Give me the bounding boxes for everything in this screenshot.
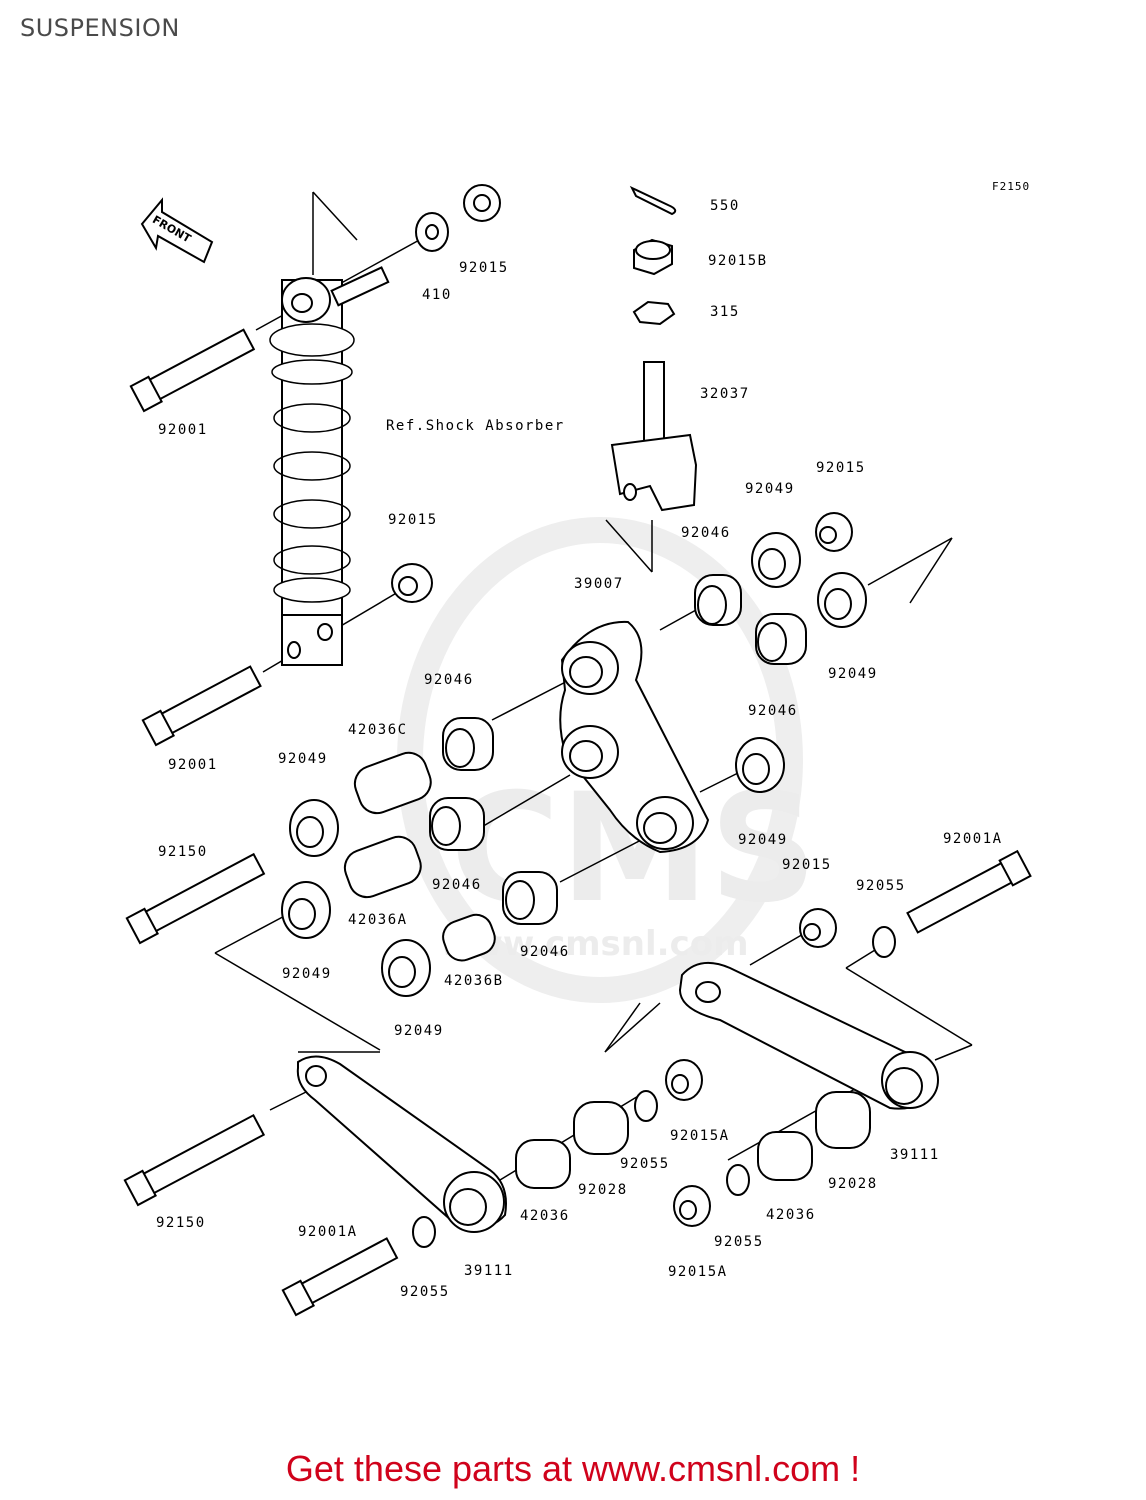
page-title: SUSPENSION: [20, 14, 180, 42]
part-label: 42036B: [444, 973, 504, 989]
part-label: 92150: [156, 1215, 206, 1231]
part-label: 42036A: [348, 912, 408, 928]
part-label: 92028: [828, 1176, 878, 1192]
part-label: 92055: [714, 1234, 764, 1250]
part-label: 39111: [464, 1263, 514, 1279]
part-label: 92015: [816, 460, 866, 476]
part-label: 92001: [158, 422, 208, 438]
part-label: 92015A: [668, 1264, 728, 1280]
top-hardware: [610, 185, 698, 512]
part-label: 92049: [394, 1023, 444, 1039]
part-label: 92055: [400, 1284, 450, 1300]
part-label: 315: [710, 304, 740, 320]
part-label: 410: [422, 287, 452, 303]
tie-rod-upper: [678, 961, 939, 1110]
part-label: 42036C: [348, 722, 408, 738]
part-label: 92046: [424, 672, 474, 688]
part-label: 92015: [388, 512, 438, 528]
part-label: 92049: [282, 966, 332, 982]
part-label: 92049: [738, 832, 788, 848]
part-label: 92049: [828, 666, 878, 682]
part-label: 32037: [700, 386, 750, 402]
part-label: 42036: [520, 1208, 570, 1224]
part-label: 92015: [782, 857, 832, 873]
rocker-arm: [559, 620, 710, 854]
part-label: 92055: [856, 878, 906, 894]
tie-rod-lower: [296, 1055, 507, 1233]
part-label: 92049: [278, 751, 328, 767]
footer-link-text[interactable]: Get these parts at www.cmsnl.com !: [285, 1448, 861, 1489]
part-label: 39111: [890, 1147, 940, 1163]
part-label: 92046: [520, 944, 570, 960]
part-label: 92046: [432, 877, 482, 893]
part-labels: 550 92015B 315 32037 410 92015 92001 Ref.Shock …: [156, 198, 1003, 1300]
part-label: 42036: [766, 1207, 816, 1223]
washers-nuts: [391, 184, 853, 1227]
part-label: 39007: [574, 576, 624, 592]
part-label: 550: [710, 198, 740, 214]
part-label: 92015: [459, 260, 509, 276]
bolts: [123, 328, 1032, 1317]
part-label: 92001: [168, 757, 218, 773]
figure-code: F2150: [992, 180, 1030, 193]
front-arrow-icon: FRONT: [140, 197, 214, 264]
part-label: 92015A: [670, 1128, 730, 1144]
part-label: 92046: [681, 525, 731, 541]
part-label: 92150: [158, 844, 208, 860]
part-label: 92001A: [298, 1224, 358, 1240]
part-label: 92049: [745, 481, 795, 497]
part-label: 92055: [620, 1156, 670, 1172]
seals-bearings: [281, 532, 896, 1248]
part-label: 92028: [578, 1182, 628, 1198]
part-label: Ref.Shock Absorber: [386, 418, 565, 434]
part-label: 92001A: [943, 831, 1003, 847]
part-label: 92015B: [708, 253, 768, 269]
shock-absorber: [269, 266, 390, 666]
part-label: 92046: [748, 703, 798, 719]
